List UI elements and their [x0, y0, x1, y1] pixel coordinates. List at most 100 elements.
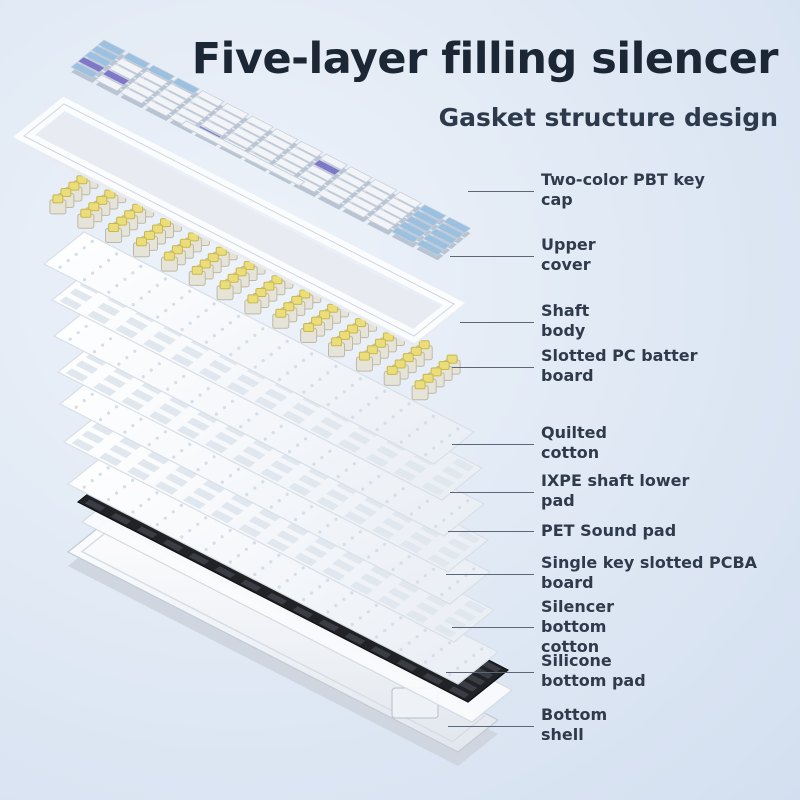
plate-slot — [230, 493, 254, 508]
switch-stem — [116, 216, 128, 226]
plate-hole — [228, 321, 232, 325]
plate-hole — [147, 290, 151, 294]
upper-cover-graphic — [13, 96, 465, 346]
bottom-shell-leader-line — [448, 726, 534, 727]
keycap — [256, 139, 286, 156]
plate-hole — [261, 480, 265, 484]
switch-stem — [263, 281, 275, 291]
keycap — [171, 77, 200, 95]
plate-hole — [472, 653, 476, 658]
keycap — [182, 101, 212, 118]
keycap — [115, 57, 144, 75]
plate-hole — [350, 622, 354, 627]
plate-slot — [393, 467, 417, 482]
plate-hole — [269, 505, 273, 509]
plate-slot — [85, 352, 109, 366]
keycap — [436, 222, 465, 239]
plate-hole — [334, 364, 338, 368]
plate-hole — [172, 302, 176, 306]
plate-hole — [182, 374, 186, 378]
switch-stem — [402, 353, 414, 363]
layer-label-quilted-cotton: Quilted cotton — [541, 423, 607, 462]
plate-hole — [279, 424, 283, 428]
plate-hole — [342, 597, 346, 601]
plate-hole — [164, 309, 168, 313]
pcba-slot — [188, 552, 210, 565]
plate-slot — [443, 616, 467, 630]
pcba-slot — [448, 686, 470, 699]
plate-slot — [292, 402, 316, 417]
plate-hole — [155, 522, 159, 527]
plate-hole — [344, 468, 348, 472]
plate-hole — [466, 499, 470, 503]
switch-stem — [235, 267, 247, 277]
plate-hole — [342, 542, 346, 547]
plate-hole — [123, 277, 127, 281]
headline-title: Five-layer filling silencer — [191, 34, 779, 84]
plate-hole — [310, 591, 314, 595]
plate-hole — [131, 510, 135, 514]
plate-hole — [99, 418, 103, 422]
plate-hole — [383, 629, 387, 633]
keycap — [422, 233, 451, 251]
layer-label-bottom-shell: Bottom shell — [541, 705, 608, 744]
plate-slot — [238, 524, 262, 538]
switch-stem — [339, 330, 350, 340]
plate-hole — [109, 337, 113, 341]
plate-hole — [101, 343, 105, 347]
plate-hole — [82, 399, 86, 403]
plate-hole — [361, 487, 365, 491]
plate-hole — [196, 522, 200, 526]
keycap — [126, 81, 155, 99]
plate-slot — [398, 579, 421, 593]
plate-hole — [84, 324, 88, 328]
plate-hole — [399, 647, 403, 652]
plate-hole — [188, 442, 192, 446]
switches-graphic — [49, 168, 461, 401]
keycap — [299, 170, 328, 187]
layer-label-keycap: Two-color PBT key cap — [541, 170, 705, 209]
plate-hole — [131, 478, 135, 482]
plate-hole — [123, 430, 127, 434]
plate-slot — [71, 438, 95, 452]
plate-hole — [244, 547, 248, 551]
plate-slot — [177, 425, 200, 439]
keycap — [415, 239, 445, 256]
plate-slot — [326, 489, 349, 503]
keycap — [288, 146, 317, 163]
switch-stem — [171, 245, 183, 255]
keycap-side — [317, 194, 345, 210]
plate-hole — [328, 449, 332, 453]
plate-hole — [139, 417, 143, 421]
plate-slot — [103, 374, 127, 389]
plate-hole — [188, 321, 192, 325]
plate-hole — [220, 480, 224, 484]
plate-slot — [399, 539, 423, 554]
keycap — [146, 64, 176, 82]
plate-slot — [360, 573, 383, 587]
plate-hole — [423, 628, 427, 633]
switch-stem — [275, 308, 287, 318]
plate-hole — [417, 506, 421, 510]
plate-hole — [383, 542, 387, 546]
keycap — [231, 126, 261, 144]
keycap — [164, 83, 194, 100]
plate-hole — [448, 433, 452, 437]
plate-hole — [423, 421, 427, 425]
plate-hole — [171, 510, 175, 514]
keycap — [133, 76, 162, 93]
plate-slot — [342, 551, 365, 565]
keycap — [305, 164, 335, 182]
plate-slot — [457, 530, 481, 544]
keycap — [393, 191, 422, 209]
plate-hole — [253, 365, 257, 369]
plate-hole — [196, 468, 200, 472]
plate-hole — [415, 635, 419, 639]
plate-hole — [293, 572, 297, 576]
plate-slot — [366, 453, 389, 467]
plate-hole — [456, 427, 460, 431]
plate-slot — [354, 503, 377, 517]
switch-stem — [418, 340, 430, 350]
pcba-slot — [396, 659, 418, 672]
keycap — [355, 190, 384, 207]
